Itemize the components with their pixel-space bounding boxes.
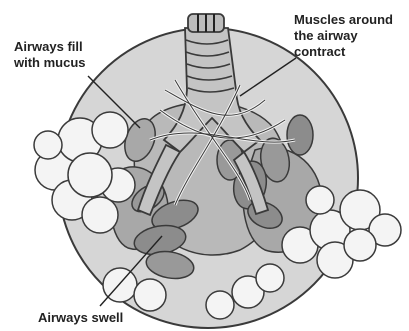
label-airways-fill-mucus: Airways fill with mucus bbox=[14, 39, 86, 71]
label-line: the airway bbox=[294, 28, 393, 44]
label-line: Airways swell bbox=[38, 310, 123, 326]
label-airways-swell: Airways swell bbox=[38, 310, 123, 326]
label-line: with mucus bbox=[14, 55, 86, 71]
label-muscles-contract: Muscles around the airway contract bbox=[294, 12, 393, 60]
label-line: Airways fill bbox=[14, 39, 86, 55]
label-line: Muscles around bbox=[294, 12, 393, 28]
label-line: contract bbox=[294, 44, 393, 60]
